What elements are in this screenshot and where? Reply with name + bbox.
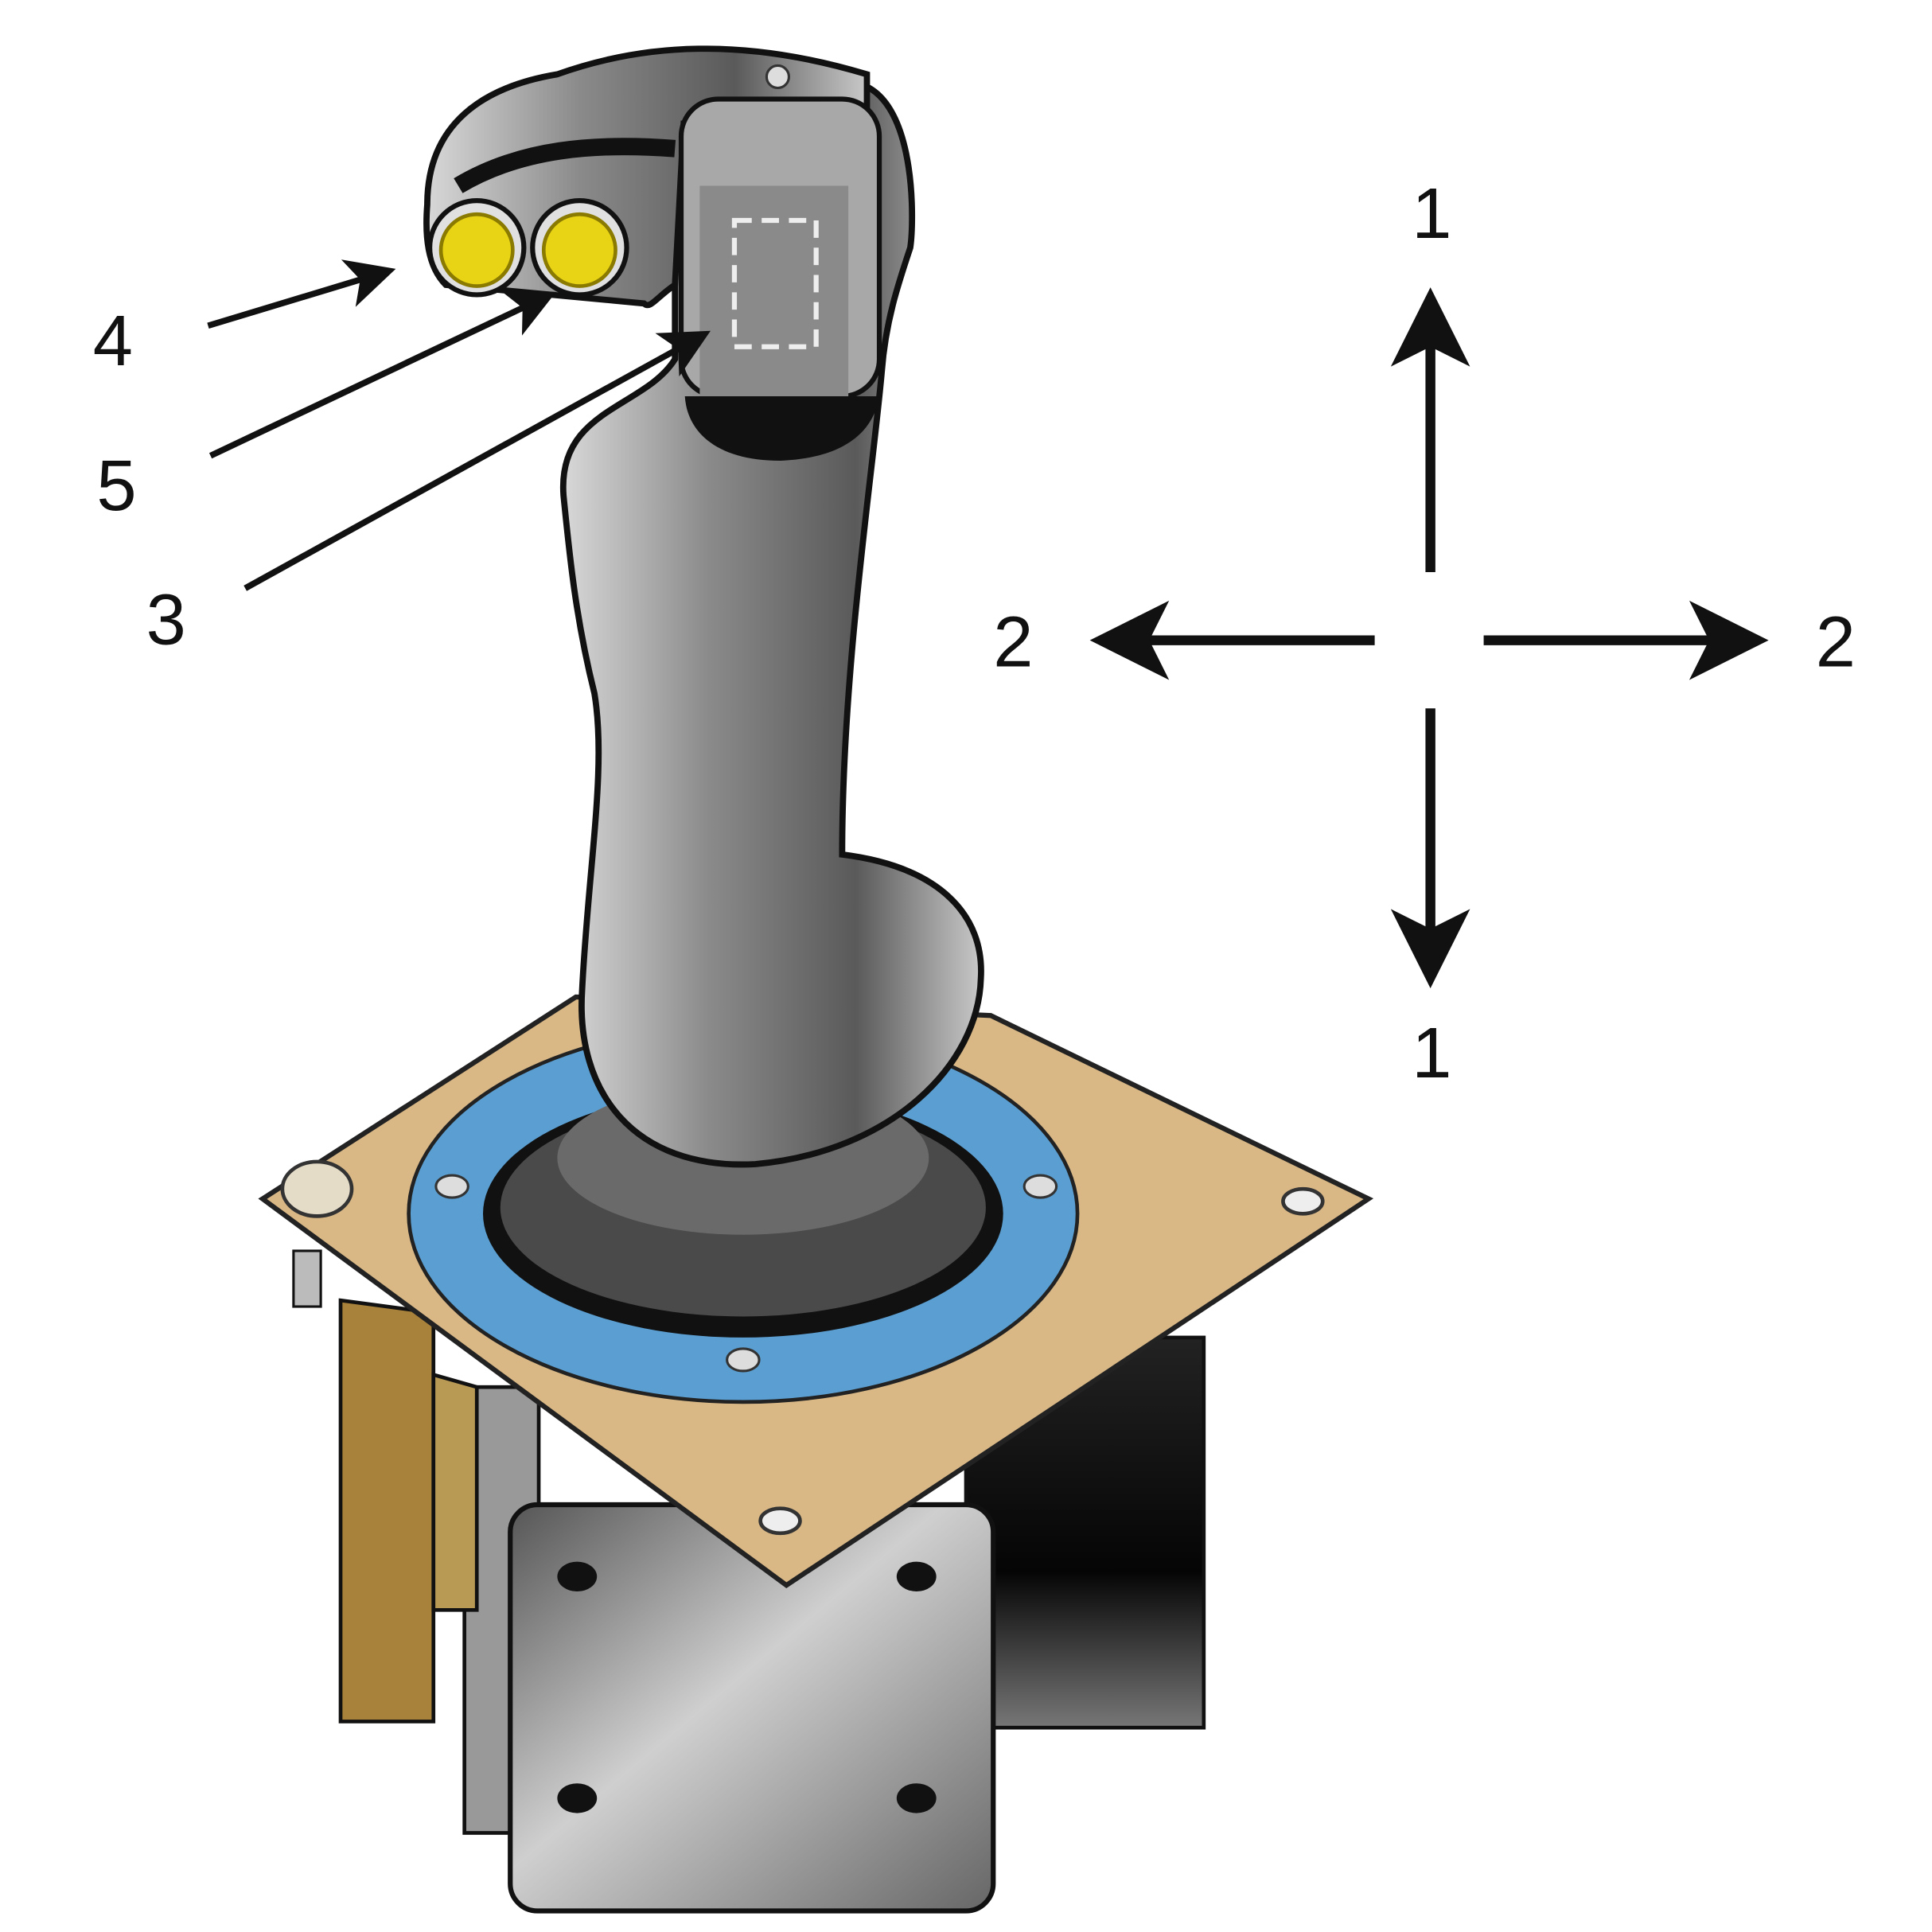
fire-buttons[interactable] (427, 198, 629, 298)
mount-holes (557, 1561, 937, 1813)
callout-line-5 (208, 290, 556, 459)
plate-knob (280, 1159, 354, 1218)
stick (423, 45, 984, 1168)
callout-label-5: 5 (96, 446, 136, 526)
bracket-inner (431, 1372, 479, 1612)
fire-button-left-cap[interactable] (438, 212, 515, 288)
axis-label-top: 1 (1412, 173, 1451, 254)
plate-hole (758, 1506, 802, 1536)
head-band (454, 138, 676, 193)
callout-label-3: 3 (146, 579, 186, 660)
fire-button-right-cap[interactable] (541, 212, 617, 288)
axis-label-left: 2 (993, 602, 1033, 682)
axis-label-right: 2 (1816, 602, 1856, 682)
head-screw (765, 64, 790, 90)
callout-label-4: 4 (93, 301, 133, 381)
axis-arrows (1089, 287, 1769, 989)
hat-switch-display (699, 185, 849, 397)
hat-switch-marks (731, 217, 819, 349)
callouts (207, 259, 711, 591)
ring-screws (434, 1174, 1058, 1373)
grip-collar (684, 396, 880, 461)
post (292, 1249, 322, 1308)
bracket (338, 1298, 436, 1724)
callout-line-3 (243, 330, 711, 591)
plate-hole (1281, 1186, 1325, 1216)
callout-line-4 (207, 259, 396, 329)
axis-label-bottom: 1 (1412, 1013, 1451, 1093)
